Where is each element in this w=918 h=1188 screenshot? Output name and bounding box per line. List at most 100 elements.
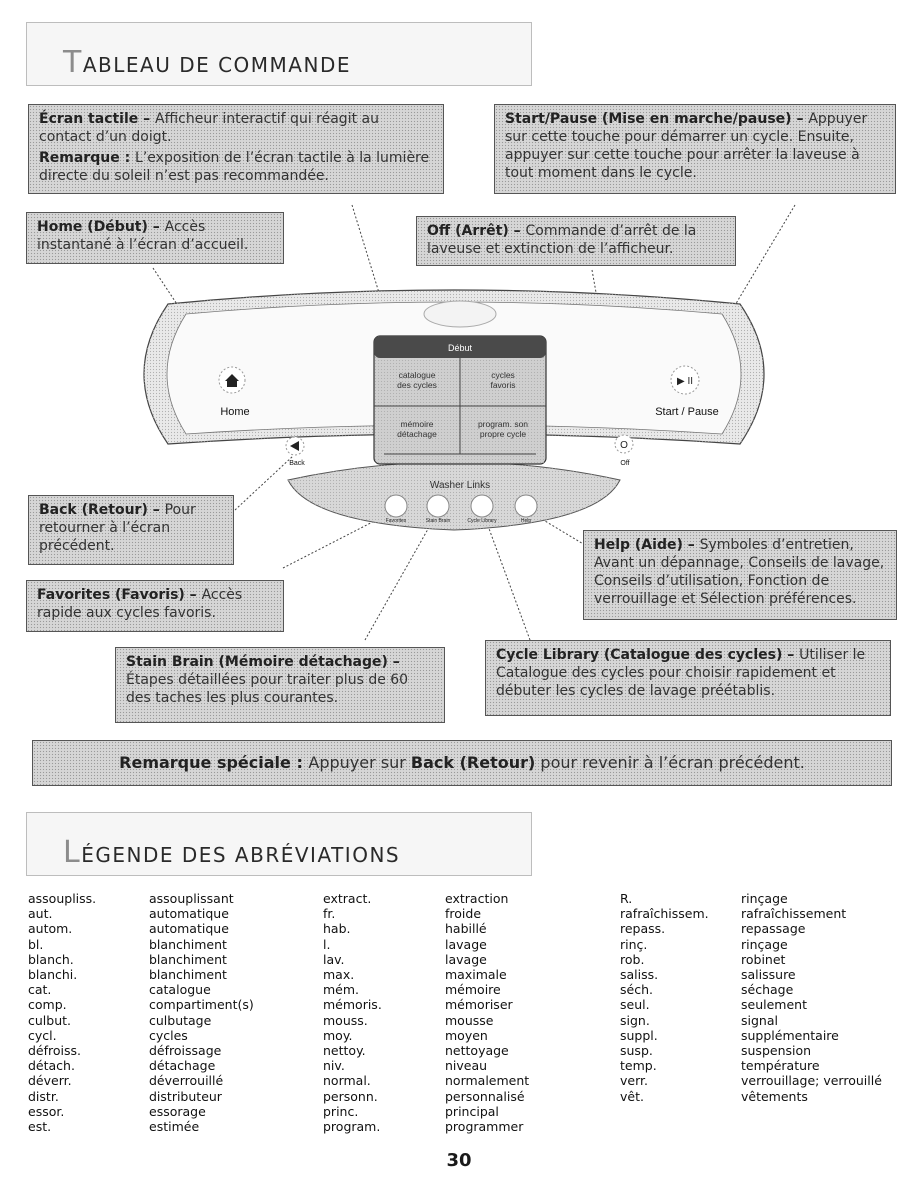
abbreviation-meaning: rinçage (741, 891, 788, 906)
abbreviation-term: max. (323, 967, 355, 983)
abbreviation-meaning: signal (741, 1012, 778, 1028)
help-button (514, 494, 538, 518)
abbreviation-meaning: culbutage (149, 1012, 212, 1028)
abbreviation-meaning: normalement (445, 1073, 530, 1089)
abbreviation-term: mémoris. (323, 997, 382, 1013)
abbreviation-meaning: mémoire (445, 982, 501, 998)
back-icon (290, 441, 299, 451)
abbreviation-term: l. (323, 936, 331, 952)
abbreviation-meaning: mousse (445, 1012, 494, 1028)
abbreviation-meaning: blanchiment (149, 951, 227, 967)
abbreviation-term: R. (620, 891, 633, 906)
abbreviation-meaning: blanchiment (149, 936, 227, 952)
abbreviation-meaning: température (741, 1058, 820, 1074)
abbreviation-term: cat. (28, 982, 52, 998)
play-pause-icon: ▶ II (677, 376, 693, 387)
special-note: Remarque spéciale : Appuyer sur Back (Re… (32, 740, 892, 786)
abbreviation-term: comp. (28, 997, 67, 1013)
abbreviation-term: est. (28, 1119, 52, 1135)
section-title-control-panel: TABLEAU DE COMMANDE (63, 45, 351, 80)
callout-help: Help (Aide) – Symboles d’entretien, Avan… (583, 530, 897, 620)
abbreviation-term: susp. (620, 1043, 653, 1059)
abbreviation-meaning: estimée (149, 1119, 200, 1135)
abbreviation-term: culbut. (28, 1012, 71, 1028)
callout-stain-brain: Stain Brain (Mémoire détachage) – Étapes… (115, 647, 445, 723)
help-link-label: Help (521, 518, 532, 524)
abbreviation-group-2-abbr: extract.fr.hab.l.lav.max.mém.mémoris.mou… (323, 891, 382, 1134)
abbreviation-term: sign. (620, 1012, 650, 1028)
abbreviation-term: autom. (28, 921, 73, 937)
section-heading-box-control-panel: TABLEAU DE COMMANDE (26, 22, 532, 86)
home-label: Home (220, 406, 249, 418)
abbreviation-meaning: moyen (445, 1027, 488, 1043)
abbreviation-term: verr. (620, 1073, 648, 1089)
abbreviation-term: cycl. (28, 1027, 57, 1043)
abbreviation-meaning: distributeur (149, 1088, 222, 1104)
abbreviation-term: essor. (28, 1103, 65, 1119)
abbreviation-meaning: vêtements (741, 1088, 808, 1104)
abbreviation-term: extract. (323, 891, 372, 906)
abbreviation-term: vêt. (620, 1088, 644, 1104)
abbreviation-meaning: programmer (445, 1119, 524, 1135)
page-number: 30 (446, 1150, 472, 1171)
abbreviation-term: blanch. (28, 951, 74, 967)
abbreviation-term: saliss. (620, 967, 659, 983)
abbreviation-meaning: mémoriser (445, 997, 513, 1013)
abbreviation-term: hab. (323, 921, 351, 937)
abbreviation-meaning: séchage (741, 982, 794, 998)
abbreviation-term: déverr. (28, 1073, 72, 1089)
callout-off: Off (Arrêt) – Commande d’arrêt de la lav… (416, 216, 736, 266)
abbreviation-meaning: assouplissant (149, 891, 234, 906)
abbreviation-meaning: niveau (445, 1058, 488, 1074)
abbreviation-meaning: nettoyage (445, 1043, 509, 1059)
abbreviation-meaning: maximale (445, 967, 507, 983)
abbreviation-meaning: rinçage (741, 936, 788, 952)
abbreviation-term: normal. (323, 1073, 371, 1089)
abbreviation-term: mouss. (323, 1012, 368, 1028)
abbreviation-meaning: défroissage (149, 1043, 222, 1059)
abbreviation-term: défroiss. (28, 1043, 82, 1059)
abbreviation-term: rafraîchissem. (620, 906, 709, 922)
abbreviation-term: seul. (620, 997, 650, 1013)
abbreviation-term: aut. (28, 906, 53, 922)
abbreviation-term: temp. (620, 1058, 657, 1074)
abbreviation-term: program. (323, 1119, 381, 1135)
abbreviation-term: princ. (323, 1103, 359, 1119)
abbreviation-term: mém. (323, 982, 360, 998)
abbreviation-meaning: habillé (445, 921, 487, 937)
section-heading-box-abbreviations: LÉGENDE DES ABRÉVIATIONS (26, 812, 532, 876)
abbreviation-term: moy. (323, 1027, 353, 1043)
callout-start-pause: Start/Pause (Mise en marche/pause) – App… (494, 104, 896, 194)
callout-touchscreen: Écran tactile – Afficheur interactif qui… (28, 104, 444, 194)
abbreviation-meaning: froide (445, 906, 482, 922)
abbreviation-meaning: déverrouillé (149, 1073, 224, 1089)
stain-brain-link-label: Stain Brain (426, 518, 451, 524)
abbreviation-meaning: repassage (741, 921, 806, 937)
cycle-library-link-label: Cycle Library (467, 518, 497, 524)
abbreviation-group-3-abbr: R.rafraîchissem.repass.rinç.rob.saliss.s… (620, 891, 709, 1104)
abbreviation-meaning: blanchiment (149, 967, 227, 983)
abbreviation-meaning: suspension (741, 1043, 812, 1059)
washer-links-title: Washer Links (430, 480, 490, 491)
power-off-icon: O (620, 440, 628, 451)
abbreviation-meaning: compartiment(s) (149, 997, 254, 1013)
abbreviation-meaning: essorage (149, 1103, 206, 1119)
abbreviation-meaning: personnalisé (445, 1088, 525, 1104)
abbreviation-term: fr. (323, 906, 336, 922)
start-pause-label: Start / Pause (655, 406, 719, 418)
abbreviation-term: nettoy. (323, 1043, 366, 1059)
abbreviation-meaning: détachage (149, 1058, 216, 1074)
abbreviation-term: niv. (323, 1058, 345, 1074)
abbreviation-meaning: lavage (445, 936, 487, 952)
abbreviation-term: détach. (28, 1058, 75, 1074)
touchscreen-title-bar (374, 336, 546, 358)
abbreviation-meaning: principal (445, 1103, 499, 1119)
abbreviation-term: personn. (323, 1088, 378, 1104)
favorites-button (384, 494, 408, 518)
